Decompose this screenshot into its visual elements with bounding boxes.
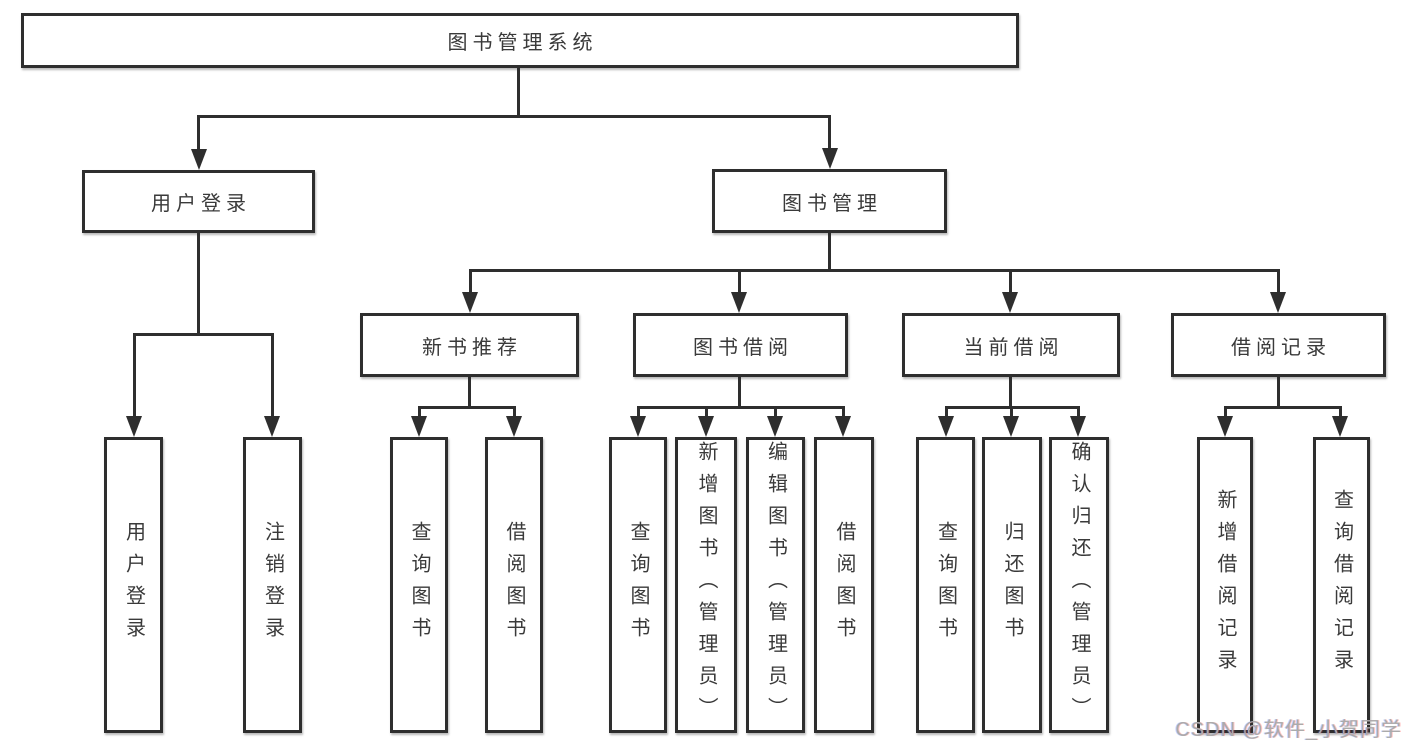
arrow-down-icon bbox=[1332, 416, 1348, 437]
leaf-label: 查询图书 bbox=[627, 521, 649, 649]
connector-records-stub bbox=[1277, 377, 1280, 409]
arrow-down-icon bbox=[1002, 292, 1018, 313]
connector-drop-book-mgmt bbox=[828, 115, 831, 151]
connector-drop-user-login bbox=[197, 115, 200, 151]
leaf-label: 确认归还（管理员） bbox=[1068, 441, 1090, 729]
arrow-down-icon bbox=[821, 148, 838, 169]
node-book-borrow: 图书借阅 bbox=[633, 313, 848, 377]
leaf-query-books-1: 查询图书 bbox=[390, 437, 448, 733]
leaf-label: 借阅图书 bbox=[833, 521, 855, 649]
connector-l3-bus bbox=[469, 269, 1280, 272]
arrow-down-icon bbox=[506, 416, 522, 437]
connector-drop bbox=[1077, 406, 1080, 418]
node-book-management: 图书管理 bbox=[712, 169, 947, 233]
connector-drop bbox=[774, 406, 777, 418]
connector-currentborrow-stub bbox=[1009, 377, 1012, 409]
leaf-query-books-2: 查询图书 bbox=[609, 437, 667, 733]
leaf-borrow-books-2: 借阅图书 bbox=[814, 437, 874, 733]
arrow-down-icon bbox=[264, 416, 280, 437]
leaf-label: 新增图书（管理员） bbox=[695, 441, 717, 729]
node-current-borrow-label: 当前借阅 bbox=[963, 336, 1064, 359]
arrow-down-icon bbox=[698, 416, 714, 437]
leaf-query-borrow-record: 查询借阅记录 bbox=[1313, 437, 1370, 733]
leaf-label: 用户登录 bbox=[122, 521, 145, 649]
leaf-return-books: 归还图书 bbox=[982, 437, 1042, 733]
leaf-label: 借阅图书 bbox=[503, 521, 525, 649]
arrow-down-icon bbox=[1270, 292, 1286, 313]
leaf-add-books-admin: 新增图书（管理员） bbox=[675, 437, 737, 733]
connector-login-stub bbox=[197, 233, 200, 336]
node-borrow-records-label: 借阅记录 bbox=[1231, 336, 1331, 359]
leaf-label: 注销登录 bbox=[261, 521, 284, 649]
node-root: 图书管理系统 bbox=[21, 13, 1019, 68]
leaf-label: 归还图书 bbox=[1001, 521, 1023, 649]
connector-drop-current-borrow bbox=[1009, 269, 1012, 293]
leaf-logout: 注销登录 bbox=[243, 437, 302, 733]
arrow-down-icon bbox=[190, 149, 207, 170]
node-borrow-records: 借阅记录 bbox=[1171, 313, 1386, 377]
connector-drop bbox=[1010, 406, 1013, 418]
connector-root-stub bbox=[517, 66, 520, 118]
arrow-down-icon bbox=[835, 416, 851, 437]
connector-drop-new-books bbox=[469, 269, 472, 293]
connector-drop-borrow-records bbox=[1277, 269, 1280, 293]
connector-drop bbox=[418, 406, 421, 418]
connector-l1-bus bbox=[197, 115, 831, 118]
leaf-query-books-3: 查询图书 bbox=[916, 437, 975, 733]
arrow-down-icon bbox=[126, 416, 142, 437]
connector-drop bbox=[1224, 406, 1227, 418]
connector-drop bbox=[945, 406, 948, 418]
connector-bookborrow-stub bbox=[738, 377, 741, 409]
node-user-login: 用户登录 bbox=[82, 170, 315, 233]
connector-drop bbox=[1339, 406, 1342, 418]
arrow-down-icon bbox=[1217, 416, 1233, 437]
leaf-label: 新增借阅记录 bbox=[1214, 489, 1236, 681]
connector-drop-leaf-login bbox=[133, 333, 136, 417]
arrow-down-icon bbox=[767, 416, 783, 437]
leaf-label: 查询图书 bbox=[934, 521, 957, 649]
leaf-user-login: 用户登录 bbox=[104, 437, 163, 733]
arrow-down-icon bbox=[411, 416, 427, 437]
node-root-label: 图书管理系统 bbox=[447, 32, 598, 54]
node-new-book-recommend-label: 新书推荐 bbox=[422, 336, 522, 359]
arrow-down-icon bbox=[938, 416, 954, 437]
node-book-borrow-label: 图书借阅 bbox=[693, 336, 793, 359]
leaf-label: 查询借阅记录 bbox=[1330, 489, 1353, 681]
connector-drop bbox=[842, 406, 845, 418]
leaf-label: 编辑图书（管理员） bbox=[764, 441, 787, 729]
connector-newbooks-stub bbox=[468, 377, 471, 409]
connector-drop bbox=[637, 406, 640, 418]
connector-mgmt-stub bbox=[828, 233, 831, 272]
connector-drop-book-borrow bbox=[738, 269, 741, 293]
connector-bookborrow-bus bbox=[637, 406, 845, 409]
connector-newbooks-bus bbox=[418, 406, 516, 409]
connector-login-bus bbox=[133, 333, 274, 336]
leaf-confirm-return-admin: 确认归还（管理员） bbox=[1049, 437, 1109, 733]
leaf-edit-books-admin: 编辑图书（管理员） bbox=[746, 437, 805, 733]
arrow-down-icon bbox=[462, 292, 478, 313]
node-book-management-label: 图书管理 bbox=[782, 192, 882, 215]
arrow-down-icon bbox=[731, 292, 747, 313]
leaf-add-borrow-record: 新增借阅记录 bbox=[1197, 437, 1253, 733]
connector-records-bus bbox=[1224, 406, 1342, 409]
csdn-watermark: CSDN @软件_小贺同学 bbox=[1175, 719, 1402, 741]
leaf-label: 查询图书 bbox=[408, 521, 430, 649]
node-current-borrow: 当前借阅 bbox=[902, 313, 1120, 377]
connector-drop bbox=[513, 406, 516, 418]
node-user-login-label: 用户登录 bbox=[151, 193, 251, 215]
arrow-down-icon bbox=[1003, 416, 1019, 437]
arrow-down-icon bbox=[630, 416, 646, 437]
leaf-borrow-books-1: 借阅图书 bbox=[485, 437, 543, 733]
connector-drop bbox=[705, 406, 708, 418]
connector-drop-leaf-logout bbox=[271, 333, 274, 417]
node-new-book-recommend: 新书推荐 bbox=[360, 313, 579, 377]
arrow-down-icon bbox=[1070, 416, 1086, 437]
